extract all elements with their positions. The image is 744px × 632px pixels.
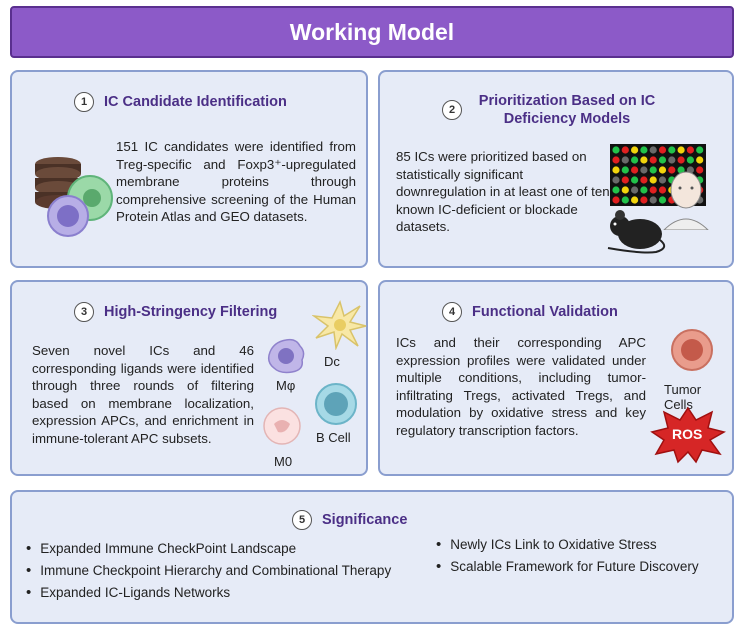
heatmap-dot	[621, 156, 629, 164]
heatmap-dot	[640, 156, 648, 164]
heatmap-dot	[621, 176, 629, 184]
panel-3-title-text: High-Stringency Filtering	[104, 304, 278, 320]
heatmap-dot	[649, 146, 657, 154]
heatmap-dot	[649, 176, 657, 184]
step-number-4: 4	[442, 302, 462, 322]
panel-prioritization: 2 Prioritization Based on IC Deficiency …	[378, 70, 734, 268]
panel-5-title: 5 Significance	[292, 510, 407, 530]
panel-5-title-text: Significance	[322, 512, 408, 528]
b-cell-label: B Cell	[316, 430, 351, 445]
heatmap-dot	[631, 146, 639, 154]
heatmap-dot	[658, 196, 667, 204]
ros-label: ROS	[672, 426, 703, 442]
list-item: Immune Checkpoint Hierarchy and Combinat…	[26, 560, 391, 582]
panel-high-stringency-filtering: 3 High-Stringency Filtering Seven novel …	[10, 280, 368, 476]
panel-2-title: 2 Prioritization Based on IC Deficiency …	[442, 92, 662, 128]
heatmap-dot	[631, 176, 639, 184]
heatmap-dot	[621, 146, 629, 154]
panel-4-title: 4 Functional Validation	[442, 302, 618, 322]
list-item: Scalable Framework for Future Discovery	[436, 556, 698, 578]
heatmap-dot	[631, 186, 639, 194]
panel-3-title: 3 High-Stringency Filtering	[74, 302, 277, 322]
heatmap-dot	[612, 146, 620, 154]
heatmap-dot	[696, 156, 704, 164]
heatmap-dot	[640, 196, 648, 204]
human-face-icon	[663, 171, 709, 230]
heatmap-dot	[612, 196, 620, 204]
macrophage-label: Mφ	[276, 378, 296, 393]
heatmap-dot	[631, 166, 639, 174]
panel-3-text: Seven novel ICs and 46 corresponding lig…	[32, 343, 254, 446]
m0-cell-icon	[263, 407, 301, 445]
panel-1-title: 1 IC Candidate Identification	[74, 92, 287, 112]
heatmap-dot	[612, 166, 620, 174]
panel-1-title-text: IC Candidate Identification	[104, 94, 287, 110]
heatmap-dot	[621, 186, 629, 194]
heatmap-dot	[686, 146, 694, 154]
panel-4-text: ICs and their corresponding APC expressi…	[396, 335, 646, 438]
list-item: Expanded Immune CheckPoint Landscape	[26, 538, 391, 560]
heatmap-dot	[640, 186, 648, 194]
heatmap-dot	[668, 166, 676, 174]
tumor-cell-icon	[671, 329, 713, 371]
heatmap-dot	[658, 146, 667, 154]
b-cell-icon	[315, 383, 357, 425]
heatmap-dot	[668, 156, 676, 164]
mouse-icon	[607, 210, 666, 254]
heatmap-dot	[658, 156, 667, 164]
heatmap-dot	[649, 166, 657, 174]
heatmap-dot	[631, 196, 639, 204]
heatmap-dot	[621, 166, 629, 174]
heatmap-dot	[677, 166, 685, 174]
macrophage-icon	[267, 338, 305, 374]
heatmap-dot	[649, 186, 657, 194]
heatmap-dot	[658, 186, 667, 194]
tumor-cells-label: Tumor Cells	[664, 382, 702, 412]
dendritic-cell-icon	[312, 299, 367, 350]
m0-label: M0	[274, 454, 293, 469]
heatmap-dot	[640, 176, 648, 184]
heatmap-dot	[640, 146, 648, 154]
heatmap-dot	[649, 196, 657, 204]
heatmap-dot	[640, 166, 648, 174]
panel-2-text: 85 ICs were prioritized based on statist…	[396, 149, 610, 234]
header-banner: Working Model	[10, 6, 734, 58]
heatmap-dot	[658, 176, 667, 184]
heatmap-dot	[612, 156, 620, 164]
heatmap-dot	[612, 186, 620, 194]
heatmap-dot	[631, 156, 639, 164]
panel-1-text: 151 IC candidates were identified from T…	[116, 139, 356, 224]
panel-significance: 5 Significance Expanded Immune CheckPoin…	[10, 490, 734, 624]
heatmap-dot	[649, 156, 657, 164]
ros-burst-icon	[650, 406, 726, 464]
step-number-2: 2	[442, 100, 462, 120]
heatmap-dot	[658, 166, 667, 174]
heatmap-dot	[677, 156, 685, 164]
dc-label: Dc	[324, 354, 340, 369]
step-number-3: 3	[74, 302, 94, 322]
significance-list-right: Newly ICs Link to Oxidative Stress Scala…	[436, 534, 699, 578]
panel-functional-validation: 4 Functional Validation ICs and their co…	[378, 280, 734, 476]
heatmap-dot	[621, 196, 629, 204]
database-cells-icon	[35, 157, 113, 237]
purple-cell-icon	[47, 195, 89, 237]
heatmap-dot	[696, 166, 704, 174]
panel-ic-candidate-identification: 1 IC Candidate Identification 151 IC can…	[10, 70, 368, 268]
step-number-5: 5	[292, 510, 312, 530]
heatmap-dot	[668, 146, 676, 154]
page-title: Working Model	[289, 18, 455, 45]
heatmap-dot	[677, 146, 685, 154]
heatmap-dot	[696, 146, 704, 154]
list-item: Expanded IC-Ligands Networks	[26, 582, 391, 604]
list-item: Newly ICs Link to Oxidative Stress	[436, 534, 699, 556]
panel-4-title-text: Functional Validation	[472, 304, 618, 320]
step-number-1: 1	[74, 92, 94, 112]
significance-list-left: Expanded Immune CheckPoint Landscape Imm…	[26, 538, 391, 604]
heatmap-dot	[612, 176, 620, 184]
heatmap-dot	[686, 156, 694, 164]
panel-2-title-text: Prioritization Based on IC Deficiency Mo…	[478, 93, 656, 127]
